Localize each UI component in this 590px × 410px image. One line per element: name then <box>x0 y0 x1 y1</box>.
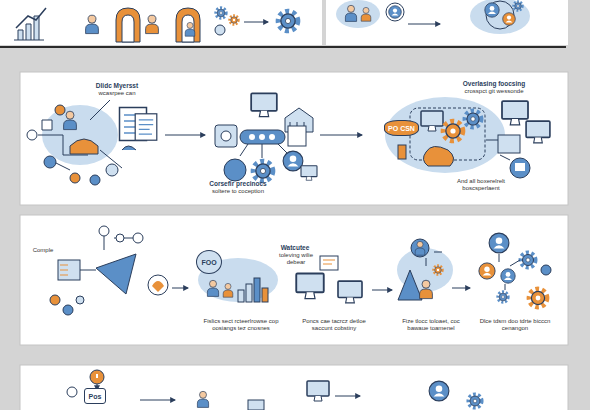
caption-text: And all boxerelrelt boscsperlaent <box>450 178 512 192</box>
caption-text: Watcutee <box>272 244 318 252</box>
label-shape: Pos <box>84 388 106 404</box>
shape-label: FOO <box>201 259 216 266</box>
caption-text: wcasrpee can <box>82 90 152 97</box>
label-shape: PO CSN <box>384 120 419 136</box>
caption-text: Dlidc Myersst <box>82 82 152 90</box>
caption-text: Overlasing foocsing <box>452 80 536 88</box>
caption-text: Fize tlocc toloaet, coc bawaue toamenel <box>394 318 468 332</box>
label-shape: FOO <box>196 250 222 274</box>
caption-text: Poncs cae tacrcz detloe saccunt cobstiny <box>296 318 372 332</box>
caption-text: Dlce tdsm doo tdrte bicccn cenangon <box>478 318 552 332</box>
shape-label: PO CSN <box>388 125 415 132</box>
caption-text: soltere to coception <box>198 188 278 195</box>
caption-text: toleving wilie debear <box>274 252 318 266</box>
caption-text: crosspct git wessonde <box>452 88 536 95</box>
caption-text: Corsefir precinocs <box>198 180 278 188</box>
caption-text: Comple <box>26 247 60 254</box>
shape-label: Pos <box>89 393 102 400</box>
caption-text: Fislics sect rcteerlrowse cop oosiangs t… <box>198 318 284 332</box>
